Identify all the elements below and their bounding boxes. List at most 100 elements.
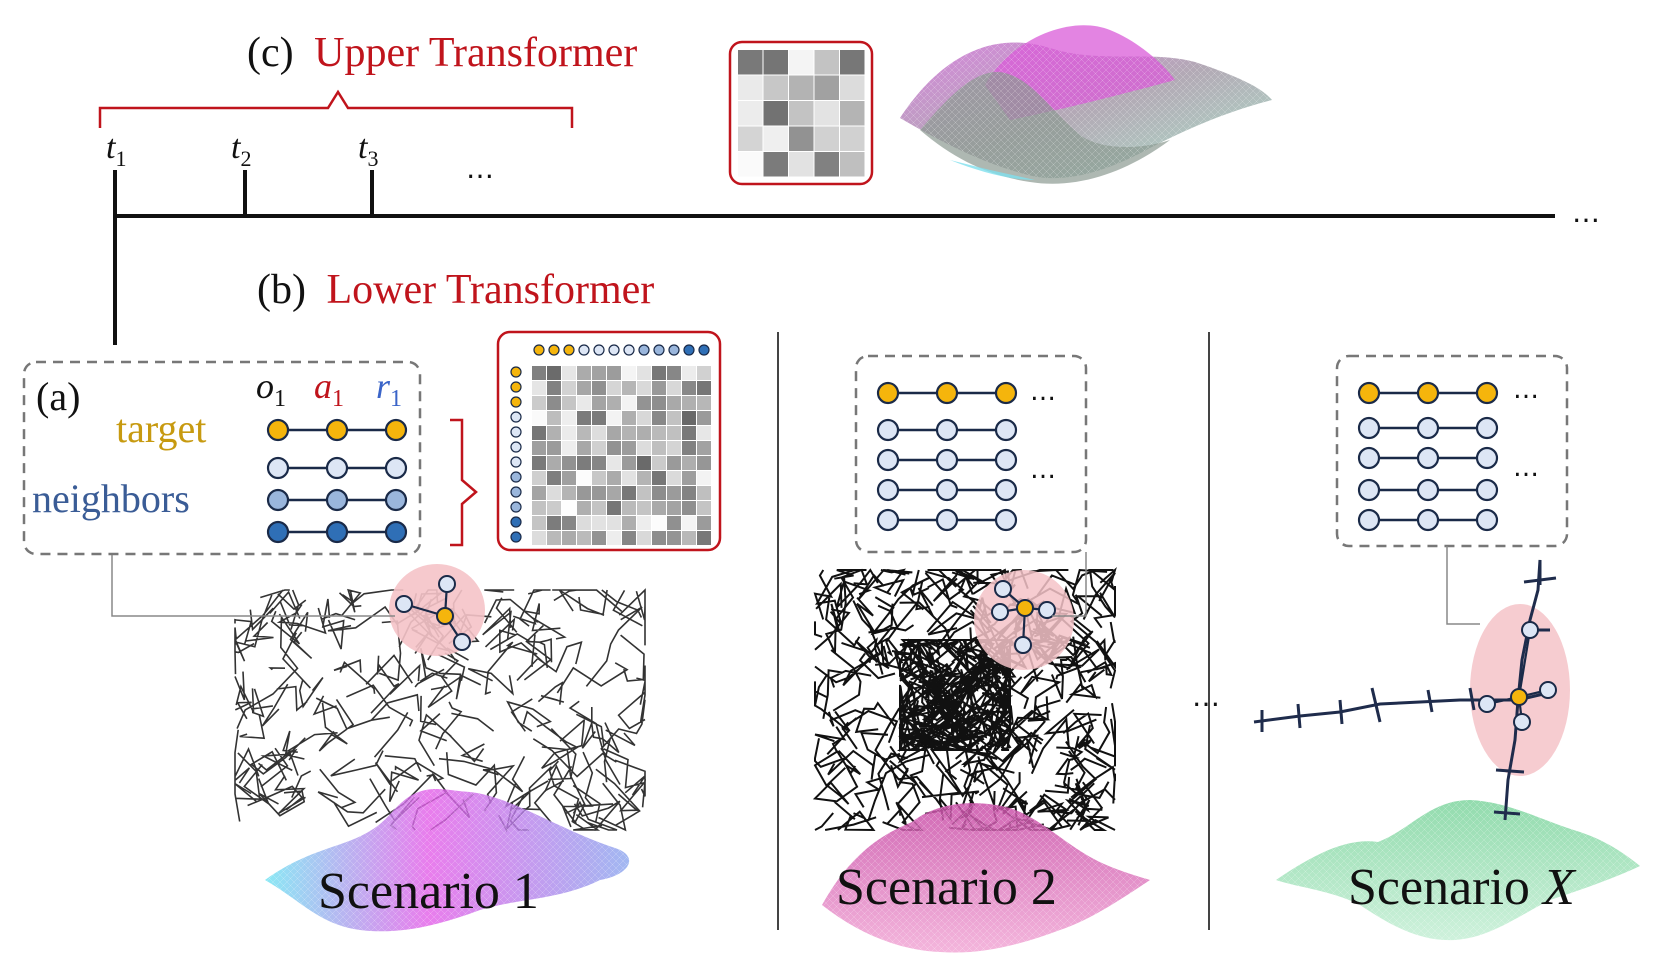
attention-cell	[637, 426, 651, 440]
attention-cell	[789, 126, 814, 151]
matrix-token-left	[510, 441, 522, 453]
attention-cell	[652, 516, 666, 530]
attention-cell	[532, 441, 546, 455]
attention-cell	[697, 366, 711, 380]
attention-cell	[547, 411, 561, 425]
scenario-2-more-top: …	[1030, 377, 1056, 407]
attention-cell	[637, 366, 651, 380]
attention-cell	[652, 441, 666, 455]
scenario-x-more-bottom: …	[1513, 453, 1539, 483]
attention-cell	[532, 381, 546, 395]
neighbor-node	[991, 603, 1009, 621]
attention-cell	[547, 501, 561, 515]
upper-transformer-title: (c) Upper Transformer	[247, 30, 637, 76]
agent-node	[1016, 599, 1034, 617]
attention-cell	[682, 471, 696, 485]
attention-cell	[592, 471, 606, 485]
attention-cell	[562, 531, 576, 545]
matrix-token-top	[548, 344, 560, 356]
attention-cell	[562, 441, 576, 455]
attention-cell	[622, 396, 636, 410]
neighbor-chain-node	[325, 488, 349, 512]
neighbor-node	[453, 633, 471, 651]
attention-cell	[577, 531, 591, 545]
attention-cell	[622, 501, 636, 515]
attention-cell	[577, 471, 591, 485]
neighbor-chain-node	[876, 508, 900, 532]
attention-cell	[592, 426, 606, 440]
matrix-token-left	[510, 396, 522, 408]
attention-cell	[682, 381, 696, 395]
attention-cell	[532, 501, 546, 515]
attention-cell	[682, 366, 696, 380]
attention-cell	[547, 426, 561, 440]
attention-cell	[607, 426, 621, 440]
attention-cell	[547, 396, 561, 410]
attention-cell	[697, 486, 711, 500]
scenario-2-agent-graph	[991, 580, 1056, 654]
matrix-token-top	[563, 344, 575, 356]
attention-cell	[577, 426, 591, 440]
target-chain-node	[994, 381, 1018, 405]
attention-cell	[592, 501, 606, 515]
attention-cell	[637, 381, 651, 395]
matrix-token-top	[608, 344, 620, 356]
attention-cell	[697, 501, 711, 515]
attention-cell	[532, 516, 546, 530]
attention-cell	[547, 531, 561, 545]
column-label-r1: r1	[376, 366, 402, 412]
neighbor-chain-node	[935, 418, 959, 442]
attention-cell	[622, 531, 636, 545]
attention-cell	[607, 441, 621, 455]
attention-cell	[532, 531, 546, 545]
neighbor-node	[994, 580, 1012, 598]
attention-cell	[667, 531, 681, 545]
target-chain-node	[876, 381, 900, 405]
attention-cell	[840, 101, 865, 126]
neighbor-chain-node	[935, 478, 959, 502]
attention-cell	[577, 366, 591, 380]
attention-cell	[763, 101, 788, 126]
attention-cell	[682, 486, 696, 500]
attention-cell	[637, 531, 651, 545]
attention-cell	[607, 531, 621, 545]
attention-cell	[577, 411, 591, 425]
scenario-2-panel-box	[854, 354, 1088, 554]
neighbor-chain-node	[1357, 478, 1381, 502]
attention-cell	[667, 471, 681, 485]
timestep-3-label: t3	[358, 129, 378, 171]
matrix-token-left	[510, 471, 522, 483]
neighbor-chain-node	[994, 418, 1018, 442]
attention-cell	[637, 456, 651, 470]
target-chain-node	[384, 418, 408, 442]
attention-cell	[738, 152, 763, 177]
scenario-x-node-chains	[1357, 381, 1499, 532]
attention-cell	[789, 75, 814, 100]
attention-cell	[607, 381, 621, 395]
attention-cell	[652, 411, 666, 425]
attention-cell	[562, 396, 576, 410]
panel-a-box	[22, 360, 422, 556]
neighbor-chain-node	[266, 456, 290, 480]
attention-cell	[547, 516, 561, 530]
neighbor-chain-node	[1475, 416, 1499, 440]
scenario-x-connector	[1446, 546, 1480, 625]
attention-cell	[547, 381, 561, 395]
attention-cell	[697, 531, 711, 545]
matrix-token-top	[668, 344, 680, 356]
matrix-token-left	[510, 426, 522, 438]
scenario-2-connector	[1052, 552, 1087, 617]
scenario-2-surface-plot	[822, 803, 1150, 953]
attention-cell	[607, 486, 621, 500]
attention-cell	[840, 126, 865, 151]
target-chain-node	[1416, 381, 1440, 405]
scenario-x-agent-graph	[1478, 621, 1557, 731]
attention-cell	[814, 126, 839, 151]
timestep-more: …	[466, 152, 494, 185]
target-chain-node	[935, 381, 959, 405]
neighbor-chain-node	[1357, 446, 1381, 470]
attention-cell	[652, 456, 666, 470]
attention-cell	[547, 441, 561, 455]
neighbor-chain-node	[876, 448, 900, 472]
neighbor-chain-node	[266, 520, 290, 544]
